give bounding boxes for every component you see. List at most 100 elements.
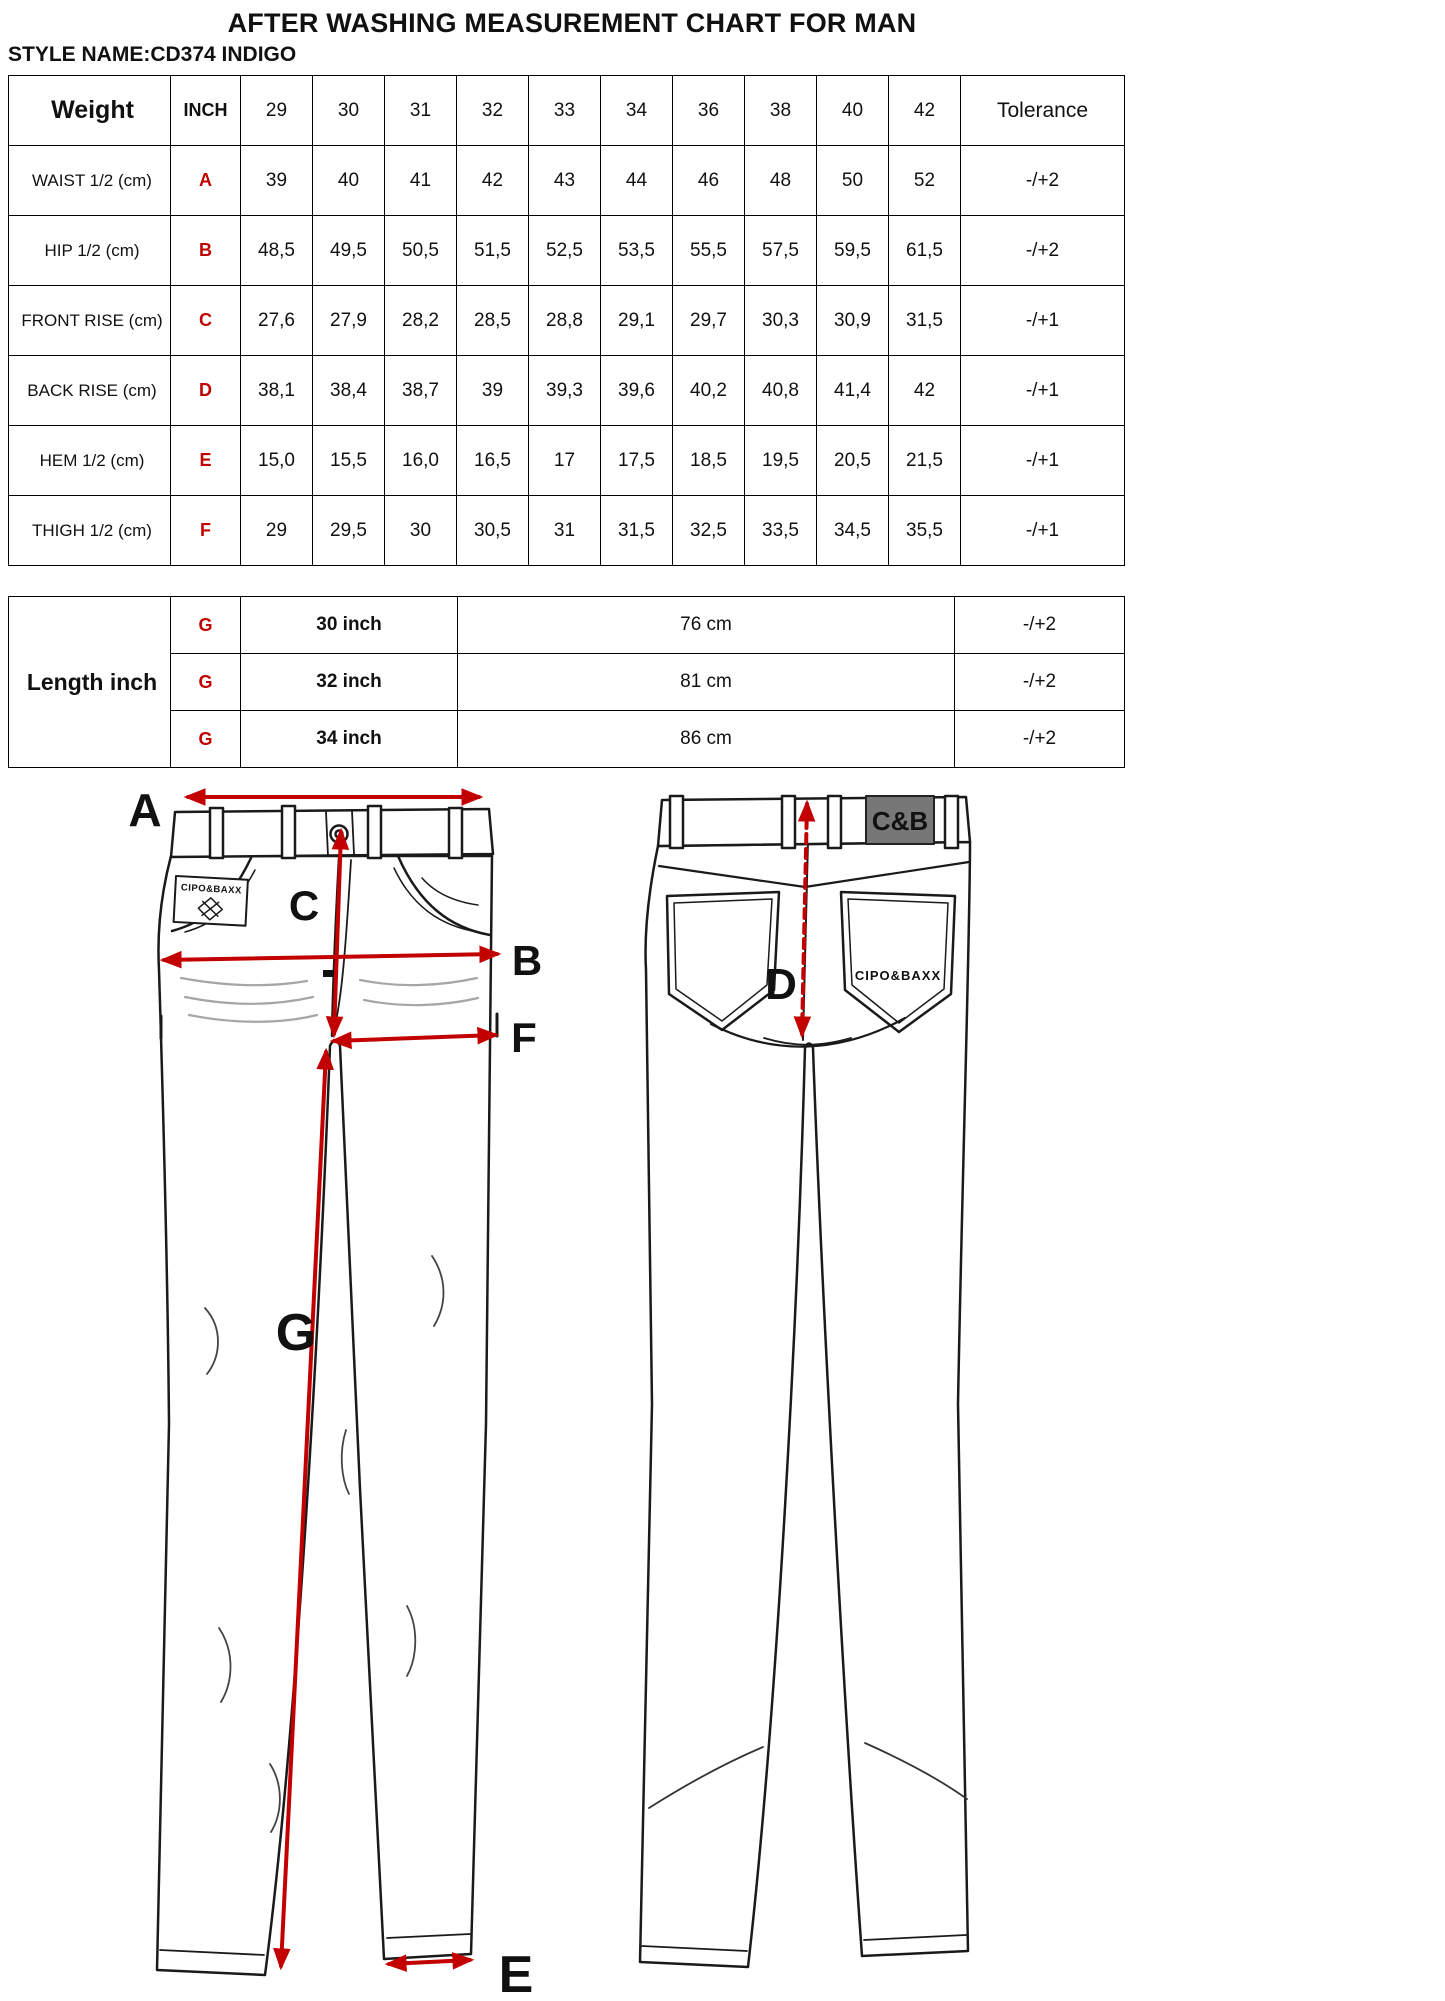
- measurement-value: 15,0: [240, 425, 313, 496]
- front-pocket-right-stitch: [393, 867, 479, 933]
- measurement-value: 29,7: [672, 285, 745, 356]
- measurement-value: 16,5: [456, 425, 529, 496]
- front-hem-stitch-left: [159, 1949, 265, 1956]
- front-patch-text: CIPO&BAXX: [181, 882, 243, 896]
- row-label: FRONT RISE (cm): [8, 285, 171, 356]
- measurement-value: 20,5: [816, 425, 889, 496]
- back-pocket-left: [665, 890, 781, 1032]
- measurement-value: 53,5: [600, 215, 673, 286]
- arrow-b-hip: [159, 945, 502, 969]
- measurement-value: 31,5: [888, 285, 961, 356]
- length-cm: 86 cm: [457, 710, 955, 768]
- arrow-d-back-rise: [793, 799, 816, 1039]
- row-letter: D: [170, 355, 241, 426]
- length-letter: G: [170, 596, 241, 654]
- measurement-value: 17,5: [600, 425, 673, 496]
- measure-label-b: B: [512, 937, 542, 984]
- measurement-value: 28,2: [384, 285, 457, 356]
- measure-label-a: A: [128, 784, 161, 836]
- measurement-value: 34,5: [816, 495, 889, 566]
- back-patch-text: C&B: [872, 806, 928, 836]
- measurement-value: 30,5: [456, 495, 529, 566]
- measurement-value: 55,5: [672, 215, 745, 286]
- measurement-value: 30,3: [744, 285, 817, 356]
- back-measure-letters: D: [765, 960, 797, 1009]
- row-letter: C: [170, 285, 241, 356]
- measurement-value: 41: [384, 145, 457, 216]
- col-header-size: 38: [744, 75, 817, 146]
- measurement-value: 61,5: [888, 215, 961, 286]
- front-patch-logo-diamond: [197, 897, 224, 921]
- measurement-value: 30: [384, 495, 457, 566]
- front-measure-arrows: [159, 788, 502, 1972]
- measurement-value: 28,8: [528, 285, 601, 356]
- measurement-value: 42: [456, 145, 529, 216]
- front-coin-pocket: [421, 877, 479, 906]
- row-tolerance: -/+1: [960, 495, 1125, 566]
- measure-label-d: D: [765, 960, 797, 1009]
- measurement-value: 50: [816, 145, 889, 216]
- length-table-label: Length inch: [8, 596, 171, 768]
- front-body-outline: [155, 854, 494, 1977]
- back-belt-loops: [668, 794, 960, 850]
- page-title: AFTER WASHING MEASUREMENT CHART FOR MAN: [227, 8, 917, 38]
- row-tolerance: -/+1: [960, 355, 1125, 426]
- row-label: HIP 1/2 (cm): [8, 215, 171, 286]
- measurement-value: 21,5: [888, 425, 961, 496]
- measurement-value: 39,3: [528, 355, 601, 426]
- back-crease-lines: [648, 1742, 968, 1809]
- measurement-value: 51,5: [456, 215, 529, 286]
- arrow-e-hem: [384, 1952, 475, 1972]
- col-header-tolerance: Tolerance: [960, 75, 1125, 146]
- measurement-value: 48,5: [240, 215, 313, 286]
- row-label: HEM 1/2 (cm): [8, 425, 171, 496]
- row-tolerance: -/+2: [960, 215, 1125, 286]
- row-letter: E: [170, 425, 241, 496]
- measurement-value: 17: [528, 425, 601, 496]
- measurement-value: 52: [888, 145, 961, 216]
- front-logo-patch: CIPO&BAXX: [172, 875, 249, 927]
- measure-label-c: C: [289, 882, 319, 929]
- col-header-size: 36: [672, 75, 745, 146]
- measurement-value: 59,5: [816, 215, 889, 286]
- measurement-value: 27,6: [240, 285, 313, 356]
- back-seat-curve: [709, 1016, 907, 1048]
- measurement-chart-page: AFTER WASHING MEASUREMENT CHART FOR MAN …: [8, 8, 1125, 1999]
- col-header-size: 33: [528, 75, 601, 146]
- measurement-value: 29,5: [312, 495, 385, 566]
- row-letter: F: [170, 495, 241, 566]
- front-whisker-lines: [179, 976, 480, 1023]
- length-letter: G: [170, 710, 241, 768]
- measurement-value: 43: [528, 145, 601, 216]
- length-tolerance: -/+2: [954, 653, 1125, 711]
- measure-label-g: G: [276, 1304, 316, 1362]
- row-label: WAIST 1/2 (cm): [8, 145, 171, 216]
- measurement-value: 49,5: [312, 215, 385, 286]
- measure-label-e: E: [499, 1946, 534, 1999]
- back-seat-curve-inner: [763, 1037, 852, 1046]
- col-header-size: 34: [600, 75, 673, 146]
- length-tolerance: -/+2: [954, 710, 1125, 768]
- measurement-value: 30,9: [816, 285, 889, 356]
- back-view-drawing: CIPO&BAXX C&B D: [638, 794, 972, 1969]
- row-tolerance: -/+1: [960, 285, 1125, 356]
- measurement-value: 38,7: [384, 355, 457, 426]
- measurement-value: 27,9: [312, 285, 385, 356]
- row-label: BACK RISE (cm): [8, 355, 171, 426]
- length-inch: 32 inch: [240, 653, 458, 711]
- measurement-value: 33,5: [744, 495, 817, 566]
- measurement-value: 29,1: [600, 285, 673, 356]
- measurement-value: 38,4: [312, 355, 385, 426]
